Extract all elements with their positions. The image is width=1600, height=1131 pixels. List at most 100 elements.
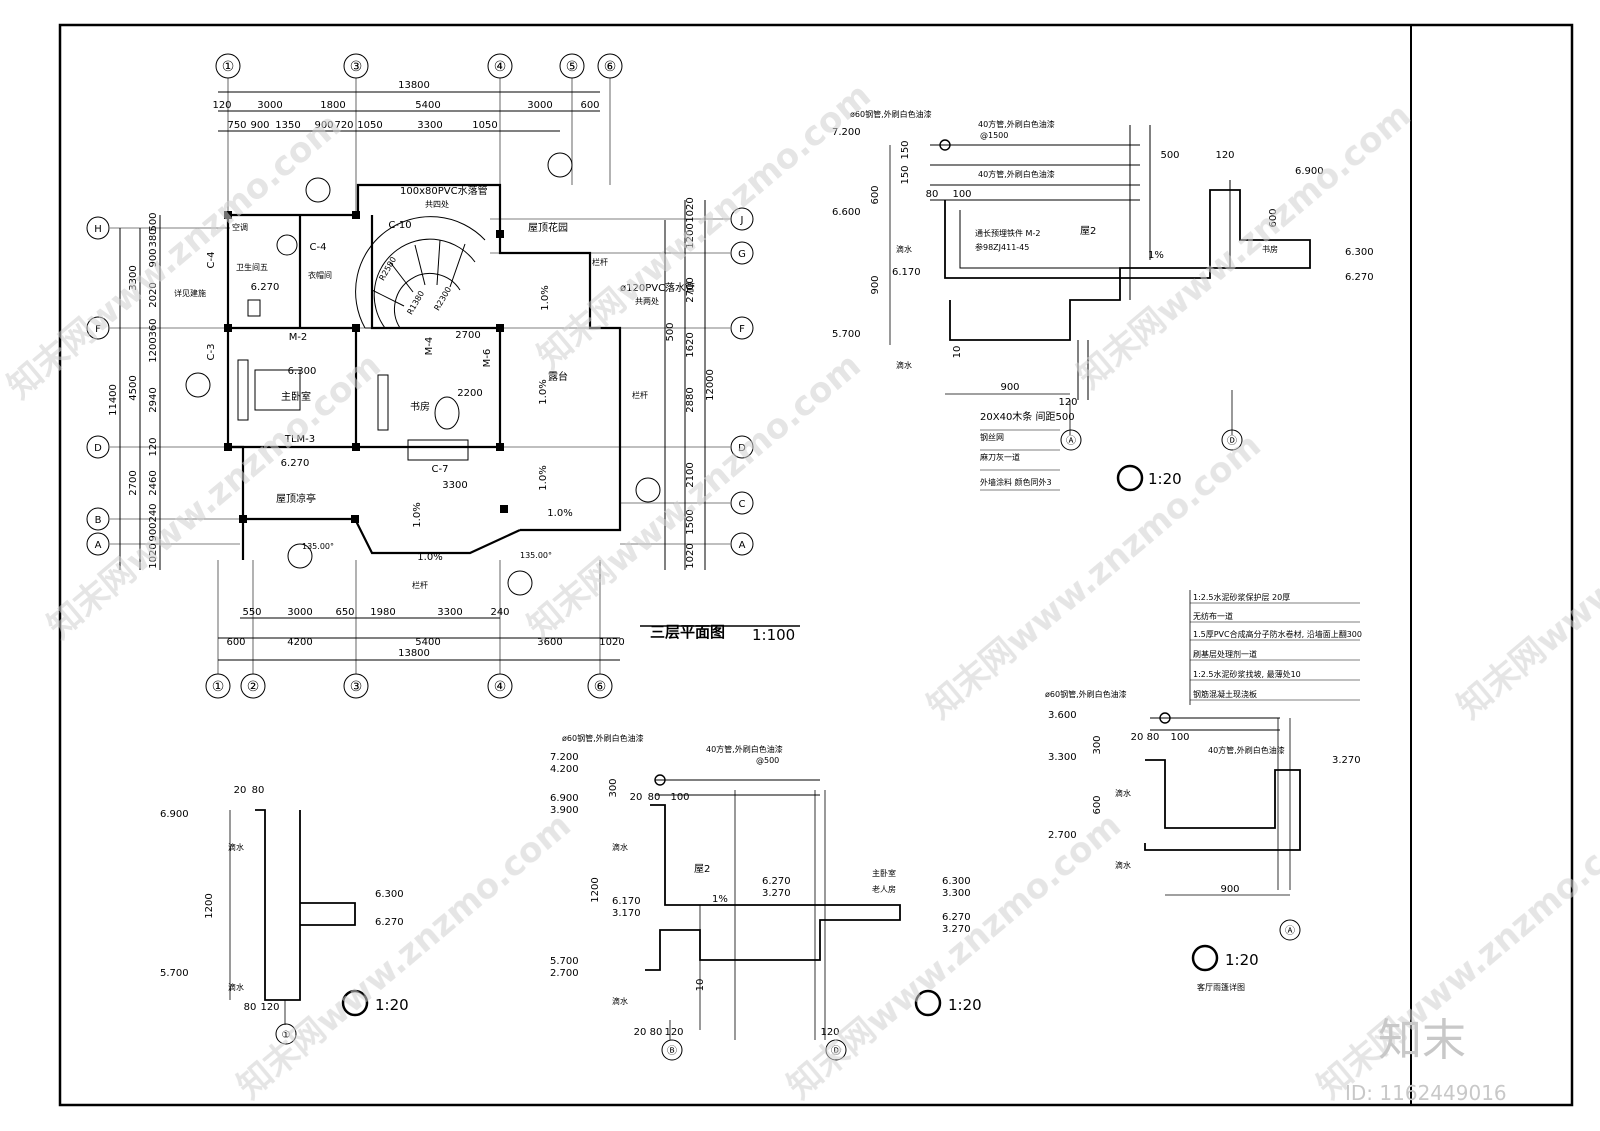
dim: 20 (630, 792, 643, 803)
desk (434, 396, 460, 430)
dim: 80 (1147, 732, 1160, 743)
elevation-label: 3.600 (1048, 710, 1077, 721)
plan-detail-marker (547, 152, 573, 178)
room-label: 空调 (232, 222, 248, 232)
dim: 80 (252, 785, 265, 796)
railing-label: 栏杆 (412, 580, 428, 590)
dim: 380 (148, 228, 159, 247)
dim: 4500 (128, 375, 139, 400)
elevation-label: 5.700 (160, 968, 189, 979)
dim: 900 (314, 120, 333, 131)
axis-label: D (94, 443, 102, 454)
elevation-label: 6.300 (288, 366, 317, 377)
dim: 2700 (685, 277, 696, 302)
room-label: 主卧室 (281, 390, 311, 403)
detail-bottom-mid (645, 774, 942, 1061)
elevation-label: 6.600 (832, 207, 861, 218)
note: 书房 (1262, 244, 1278, 254)
dim: 120 (260, 1002, 279, 1013)
dim: 12000 (705, 369, 716, 401)
bay-window (407, 439, 469, 461)
slope-label: 1.0% (412, 502, 423, 527)
note: 40方管,外刷白色油漆 (978, 169, 1055, 179)
plan-detail-marker (185, 372, 211, 398)
note: 参98ZJ411-45 (975, 242, 1029, 252)
axis-label: ① (222, 59, 235, 75)
wardrobe (237, 359, 249, 421)
dim: 1980 (370, 607, 395, 618)
plan-title: 三层平面图 (650, 623, 725, 641)
dim: 1020 (685, 543, 696, 568)
elevation-label: 6.300 (942, 876, 971, 887)
dim: 3600 (537, 637, 562, 648)
detail-top-right (889, 125, 1311, 492)
dim: 10 (695, 979, 706, 992)
note: ø60钢管,外刷白色油漆 (1045, 689, 1127, 699)
note: 老人房 (872, 884, 896, 894)
axis-label: C (739, 499, 746, 510)
dim: 600 (226, 637, 245, 648)
spiral-stair (355, 216, 486, 329)
plan-axes-right (730, 207, 754, 556)
window-label: C-7 (432, 464, 449, 475)
detail-scale: 1:20 (1225, 951, 1259, 969)
dim: 500 (1160, 150, 1179, 161)
slope-label: 1.0% (540, 285, 551, 310)
dim: 650 (335, 607, 354, 618)
axis-label: D (738, 443, 746, 454)
layer-note: 无纺布一道 (1193, 611, 1233, 621)
dim: 150 (900, 165, 911, 184)
note: 屋2 (694, 863, 710, 875)
axis-label: ⑥ (604, 59, 617, 75)
image-id: ID: 1162449016 (1345, 1081, 1507, 1105)
door-label: TLM-3 (284, 434, 315, 445)
dim: 20 (1131, 732, 1144, 743)
layer-note: 1:2.5水泥砂浆保护层 20厚 (1193, 592, 1290, 602)
dim: 1020 (599, 637, 624, 648)
dim: 11400 (108, 384, 119, 416)
dim: 900 (148, 248, 159, 267)
axis-label: A (95, 540, 102, 551)
dim: 3000 (287, 607, 312, 618)
desk-shelf (377, 374, 389, 431)
axis-label: Ⓐ (1066, 435, 1076, 447)
dim: 900 (1220, 884, 1239, 895)
elevation-label: 3.270 (942, 924, 971, 935)
elevation-label: 4.200 (550, 764, 579, 775)
axis-label: Ⓓ (1227, 435, 1237, 447)
dim: 2700 (128, 470, 139, 495)
room-note: 详见建施 (174, 288, 206, 298)
dim: 2460 (148, 470, 159, 495)
note: 40方管,外刷白色油漆 (1208, 745, 1285, 755)
dim: 2020 (148, 282, 159, 307)
plan-axes-left (86, 216, 110, 556)
watermark-text: 知末网www.znzmo.com (0, 105, 349, 407)
angle-label: 135.00° (520, 551, 552, 560)
elevation-label: 3.270 (1332, 755, 1361, 766)
axis-label: F (95, 324, 101, 335)
dim: 600 (870, 185, 881, 204)
pipe-label: ø120PVC落水管 (620, 281, 695, 294)
radius-label: R1380 (405, 289, 426, 316)
sheet-border (58, 23, 1574, 1107)
total-width-dim: 13800 (398, 648, 430, 659)
dim: 900 (250, 120, 269, 131)
dim: 1200 (204, 893, 215, 918)
radius-label: R2300 (432, 285, 453, 312)
elevation-label: 3.300 (942, 888, 971, 899)
elevation-label: 6.170 (892, 267, 921, 278)
note: ø60钢管,外刷白色油漆 (562, 733, 644, 743)
drip-label: 滴水 (228, 982, 244, 992)
elevation-label: 6.270 (942, 912, 971, 923)
axis-label: ② (247, 679, 260, 695)
plan-detail-marker (507, 570, 533, 596)
dim: 300 (608, 778, 619, 797)
dim: 1800 (320, 100, 345, 111)
window-label: C-3 (206, 344, 217, 361)
dim: 2200 (457, 388, 482, 399)
room-label: 露台 (548, 370, 568, 383)
axis-label: ④ (494, 679, 507, 695)
detail-bottom-right-text: 1:2.5水泥砂浆保护层 20厚 无纺布一道 1.5厚PVC合成高分子防水卷材,… (1045, 592, 1362, 992)
toilet (247, 299, 261, 317)
